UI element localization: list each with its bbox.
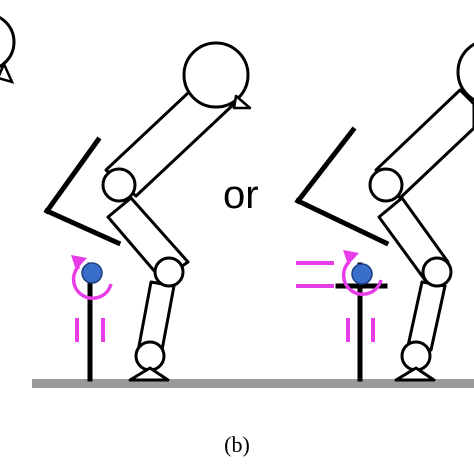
hip-joint: [368, 167, 404, 203]
knee-joint: [421, 256, 453, 288]
scene-left: [43, 41, 252, 382]
foot: [394, 366, 436, 382]
chair-icon: [43, 136, 122, 382]
force-marker-icon: [346, 318, 375, 342]
foot: [128, 366, 170, 382]
hip-joint: [101, 167, 137, 203]
knee-joint: [153, 256, 185, 288]
joint-marker-icon: [351, 263, 373, 285]
head: [182, 41, 250, 109]
force-marker-icon: [75, 318, 105, 342]
ankle-joint: [134, 340, 166, 372]
floor: [32, 379, 474, 388]
figure-caption: (b): [224, 432, 250, 457]
nose: [232, 94, 252, 110]
connector-text: or: [223, 173, 259, 217]
lower-leg: [406, 280, 447, 352]
ankle-joint: [400, 340, 432, 372]
head: [456, 42, 474, 102]
scene-right: [294, 42, 474, 382]
lower-leg: [137, 280, 176, 352]
partial-figure-left: [0, 16, 16, 84]
joint-marker-icon: [81, 262, 103, 284]
torque-arrow-icon: [341, 250, 383, 297]
force-marker-icon: [296, 261, 334, 288]
human-figure-icon: [101, 41, 252, 382]
human-figure-icon: [368, 42, 474, 382]
torque-arrow-icon: [71, 255, 113, 301]
